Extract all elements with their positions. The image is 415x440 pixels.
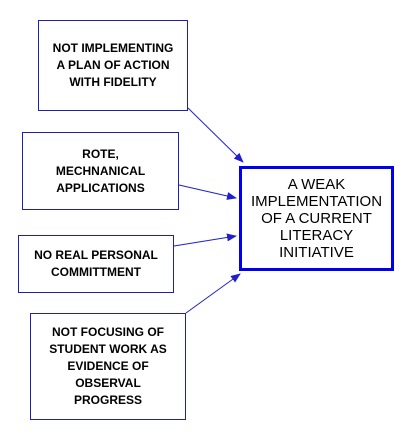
effect-box-weak-implementation: A WEAK IMPLEMENTATION OF A CURRENT LITER… (239, 166, 394, 271)
cause-box-label: NOT FOCUSING OF STUDENT WORK AS EVIDENCE… (49, 325, 167, 407)
connector-arrow-4 (185, 273, 241, 314)
cause-box-student-work-evidence: NOT FOCUSING OF STUDENT WORK AS EVIDENCE… (30, 313, 186, 420)
connector-arrow-1 (187, 107, 244, 163)
cause-box-plan-of-action: NOT IMPLEMENTING A PLAN OF ACTION WITH F… (38, 20, 188, 111)
effect-box-label: A WEAK IMPLEMENTATION OF A CURRENT LITER… (250, 176, 383, 261)
cause-box-label: NOT IMPLEMENTING A PLAN OF ACTION WITH F… (52, 41, 174, 89)
cause-box-rote-applications: ROTE, MECHNANICAL APPLICATIONS (22, 132, 179, 210)
connector-arrow-2 (178, 184, 237, 200)
cause-box-label: NO REAL PERSONAL COMMITTMENT (34, 248, 158, 279)
cause-box-label: ROTE, MECHNANICAL APPLICATIONS (55, 146, 146, 195)
connector-arrow-3 (173, 233, 237, 247)
cause-box-personal-commitment: NO REAL PERSONAL COMMITTMENT (18, 235, 174, 293)
